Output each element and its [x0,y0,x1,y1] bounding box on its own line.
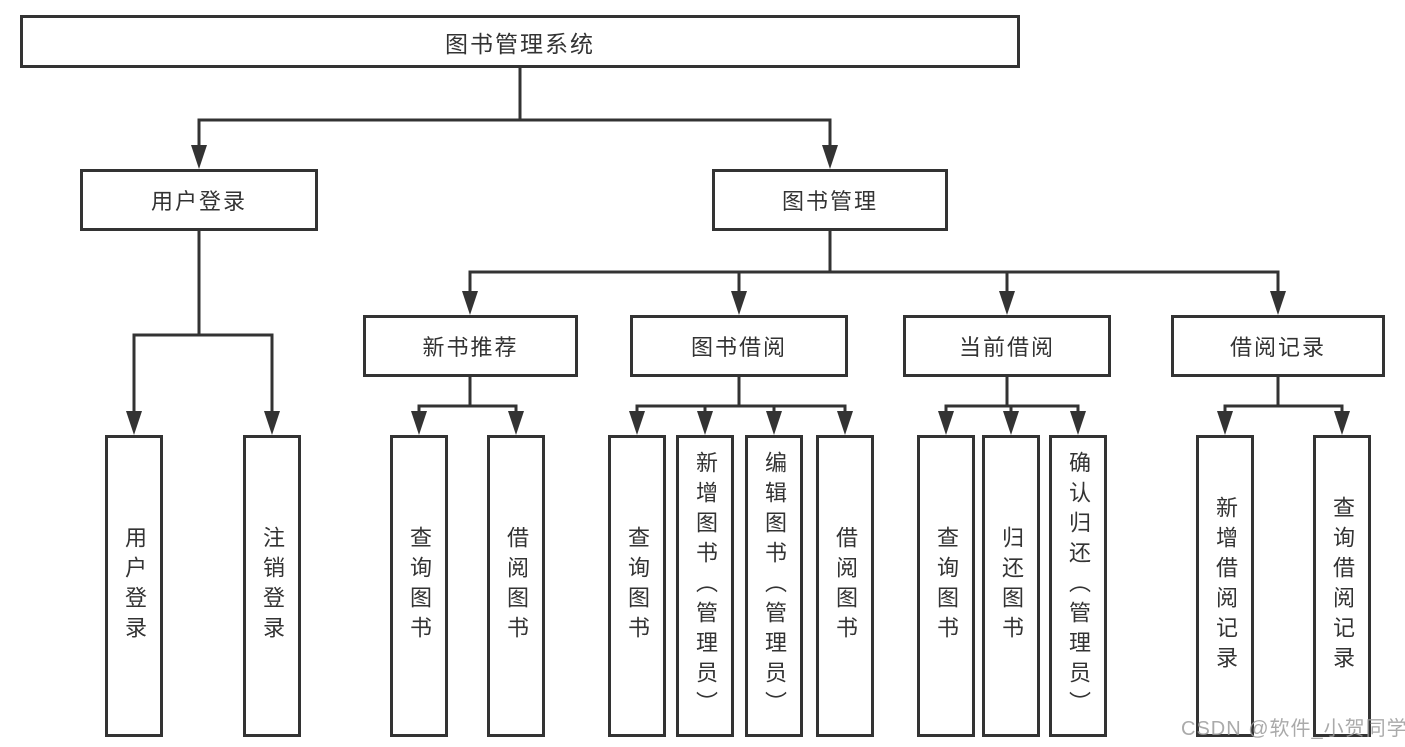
leaf-user-login: 用户登录 [105,435,163,737]
leaf-recommend-borrow-books-label: 借阅图书 [504,526,529,646]
leaf-confirm-return-admin: 确认归还（管理员） [1049,435,1107,737]
leaf-query-borrow-record: 查询借阅记录 [1313,435,1371,737]
leaf-current-query-books-label: 查询图书 [934,526,959,646]
leaf-recommend-borrow-books: 借阅图书 [487,435,545,737]
leaf-add-books-admin: 新增图书（管理员） [676,435,734,737]
arrowhead [264,411,280,435]
node-current-borrow: 当前借阅 [903,315,1111,377]
arrowhead [411,411,427,435]
arrowhead [822,145,838,169]
leaf-add-borrow-record-label: 新增借阅记录 [1213,496,1238,676]
arrowhead [1217,411,1233,435]
arrowhead [508,411,524,435]
node-user-login-label: 用户登录 [150,189,247,214]
csdn-watermark: CSDN @软件_小贺同学 [1181,718,1405,740]
leaf-recommend-query-books: 查询图书 [390,435,448,737]
node-root-label: 图书管理系统 [445,30,595,57]
leaf-borrow-books-label: 借阅图书 [833,526,858,646]
arrowhead [837,411,853,435]
leaf-logout: 注销登录 [243,435,301,737]
node-book-management-label: 图书管理 [781,189,878,214]
arrowhead [731,291,747,315]
leaf-borrow-books: 借阅图书 [816,435,874,737]
leaf-logout-label: 注销登录 [260,526,285,646]
leaf-current-query-books: 查询图书 [917,435,975,737]
node-book-management: 图书管理 [712,169,948,231]
leaf-borrow-query-books: 查询图书 [608,435,666,737]
node-new-book-recommend: 新书推荐 [363,315,578,377]
arrowhead [697,411,713,435]
node-current-borrow-label: 当前借阅 [958,335,1055,360]
arrowhead [1070,411,1086,435]
arrowhead [126,411,142,435]
node-root: 图书管理系统 [20,15,1020,68]
node-user-login: 用户登录 [80,169,318,231]
leaf-edit-books-admin: 编辑图书（管理员） [745,435,803,737]
arrowhead [1334,411,1350,435]
arrowhead [629,411,645,435]
leaf-query-borrow-record-label: 查询借阅记录 [1330,496,1355,676]
arrowhead [462,291,478,315]
leaf-borrow-query-books-label: 查询图书 [625,526,650,646]
arrowhead [1003,411,1019,435]
connector-path [132,66,1344,415]
node-book-borrow-label: 图书借阅 [690,335,787,360]
node-new-book-recommend-label: 新书推荐 [422,335,519,360]
node-borrow-records-label: 借阅记录 [1229,335,1326,360]
leaf-return-books: 归还图书 [982,435,1040,737]
arrowhead [999,291,1015,315]
arrowhead [191,145,207,169]
node-borrow-records: 借阅记录 [1171,315,1385,377]
leaf-user-login-label: 用户登录 [122,526,147,646]
leaf-recommend-query-books-label: 查询图书 [407,526,432,646]
leaf-edit-books-admin-label: 编辑图书（管理员） [762,451,787,721]
leaf-add-borrow-record: 新增借阅记录 [1196,435,1254,737]
node-book-borrow: 图书借阅 [630,315,848,377]
arrowhead [938,411,954,435]
arrowhead [1270,291,1286,315]
leaf-return-books-label: 归还图书 [999,526,1024,646]
arrowhead [766,411,782,435]
leaf-add-books-admin-label: 新增图书（管理员） [693,451,718,721]
leaf-confirm-return-admin-label: 确认归还（管理员） [1066,451,1091,721]
